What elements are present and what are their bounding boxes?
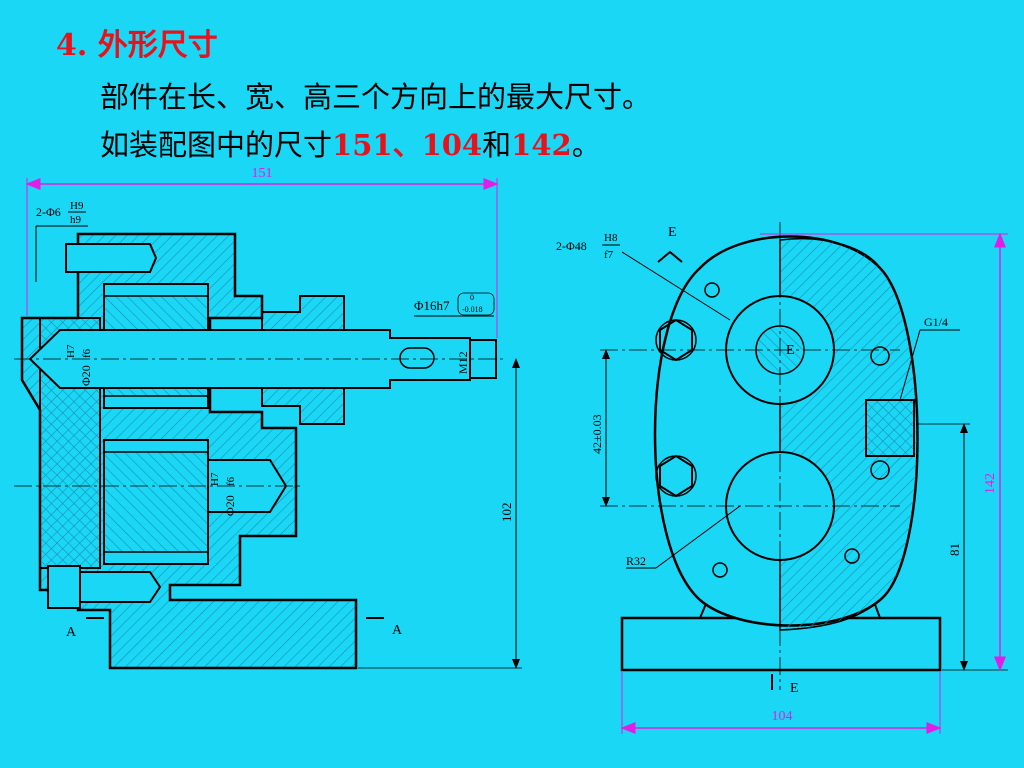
body-line-2-prefix: 如装配图中的尺寸: [100, 128, 333, 162]
section-left: A: [66, 625, 77, 640]
dim-value-142: 142: [511, 128, 572, 162]
view-e-top: E: [668, 225, 677, 240]
pin-hole-bl: [712, 562, 728, 578]
packing-nut: [261, 295, 345, 425]
view-e-bottom: E: [790, 681, 799, 696]
dim-81: 81: [947, 543, 962, 556]
dim-104: 104: [772, 709, 793, 724]
pin-hole-r2: [870, 460, 890, 480]
fit-2phi48-lower: f7: [604, 249, 614, 261]
heading-number: 4.: [56, 28, 88, 63]
fit-2phi6-upper: H9: [70, 200, 84, 212]
phi20-a-lower: f6: [81, 348, 93, 358]
phi20-b-lower: f6: [225, 476, 237, 486]
leader-g14-diag: [899, 329, 921, 401]
pin-hole-br: [844, 548, 860, 564]
view-e-top-arrow: [657, 250, 683, 263]
view-e-mid: E: [786, 343, 795, 358]
phi16-tol-upper: 0: [470, 293, 474, 302]
pin-hole-tl: [704, 282, 720, 298]
dim-102: 102: [499, 503, 514, 523]
driven-gear: [103, 451, 209, 553]
g14: G1/4: [924, 315, 948, 329]
fit-2phi48: 2-Φ48: [556, 239, 587, 253]
key-slot: [399, 347, 435, 369]
conjunction: 和: [482, 128, 512, 162]
pin-hole-r1: [870, 346, 890, 366]
dim-42: 42±0.03: [590, 414, 604, 454]
body-line-2: 如装配图中的尺寸151、104和142。: [100, 122, 601, 164]
leader-r32-diag: [655, 505, 741, 569]
fit-2phi48-upper: H8: [604, 232, 618, 244]
section-right: A: [392, 623, 403, 638]
phi16-tol-lower: -0.018: [462, 305, 483, 314]
phi20-b: Φ20: [223, 495, 237, 516]
bolt-head: [47, 565, 81, 609]
dim-142: 142: [983, 473, 998, 494]
outlet-port: [865, 399, 915, 457]
phi20-a-upper: H7: [65, 344, 77, 358]
m12: M12: [456, 351, 470, 374]
bolt-shank: [79, 571, 162, 603]
separator: 、: [392, 128, 422, 162]
side-view: G1/4 E E E 2-Φ48 H8 f7 42±0.03 R32 81: [556, 222, 1008, 734]
heading-title: 外形尺寸: [97, 28, 218, 63]
phi20-a: Φ20: [79, 365, 93, 386]
phi16-tol-box: [457, 292, 495, 316]
hex-bolt-bottom-washer: [655, 455, 697, 497]
r32: R32: [626, 554, 646, 568]
leader-2phi48: [621, 251, 731, 321]
phi16: Φ16h7: [414, 298, 450, 313]
front-section-view: 151 2-Φ6 H9 h9 Φ16h7 0: [14, 166, 522, 670]
fit-2phi6-lower: h9: [70, 214, 82, 226]
dowel-pin: [65, 243, 158, 273]
fit-2phi6: 2-Φ6: [36, 205, 61, 219]
dim-value-151: 151: [332, 128, 393, 162]
body-line-1: 部件在长、宽、高三个方向上的最大尺寸。: [100, 80, 652, 114]
section-heading: 4. 外形尺寸: [56, 20, 218, 64]
phi20-b-upper: H7: [209, 472, 221, 486]
dim-value-104: 104: [421, 128, 483, 162]
hex-bolt-top-washer: [655, 319, 697, 361]
dim-151: 151: [252, 166, 273, 181]
line-end: 。: [571, 128, 601, 162]
